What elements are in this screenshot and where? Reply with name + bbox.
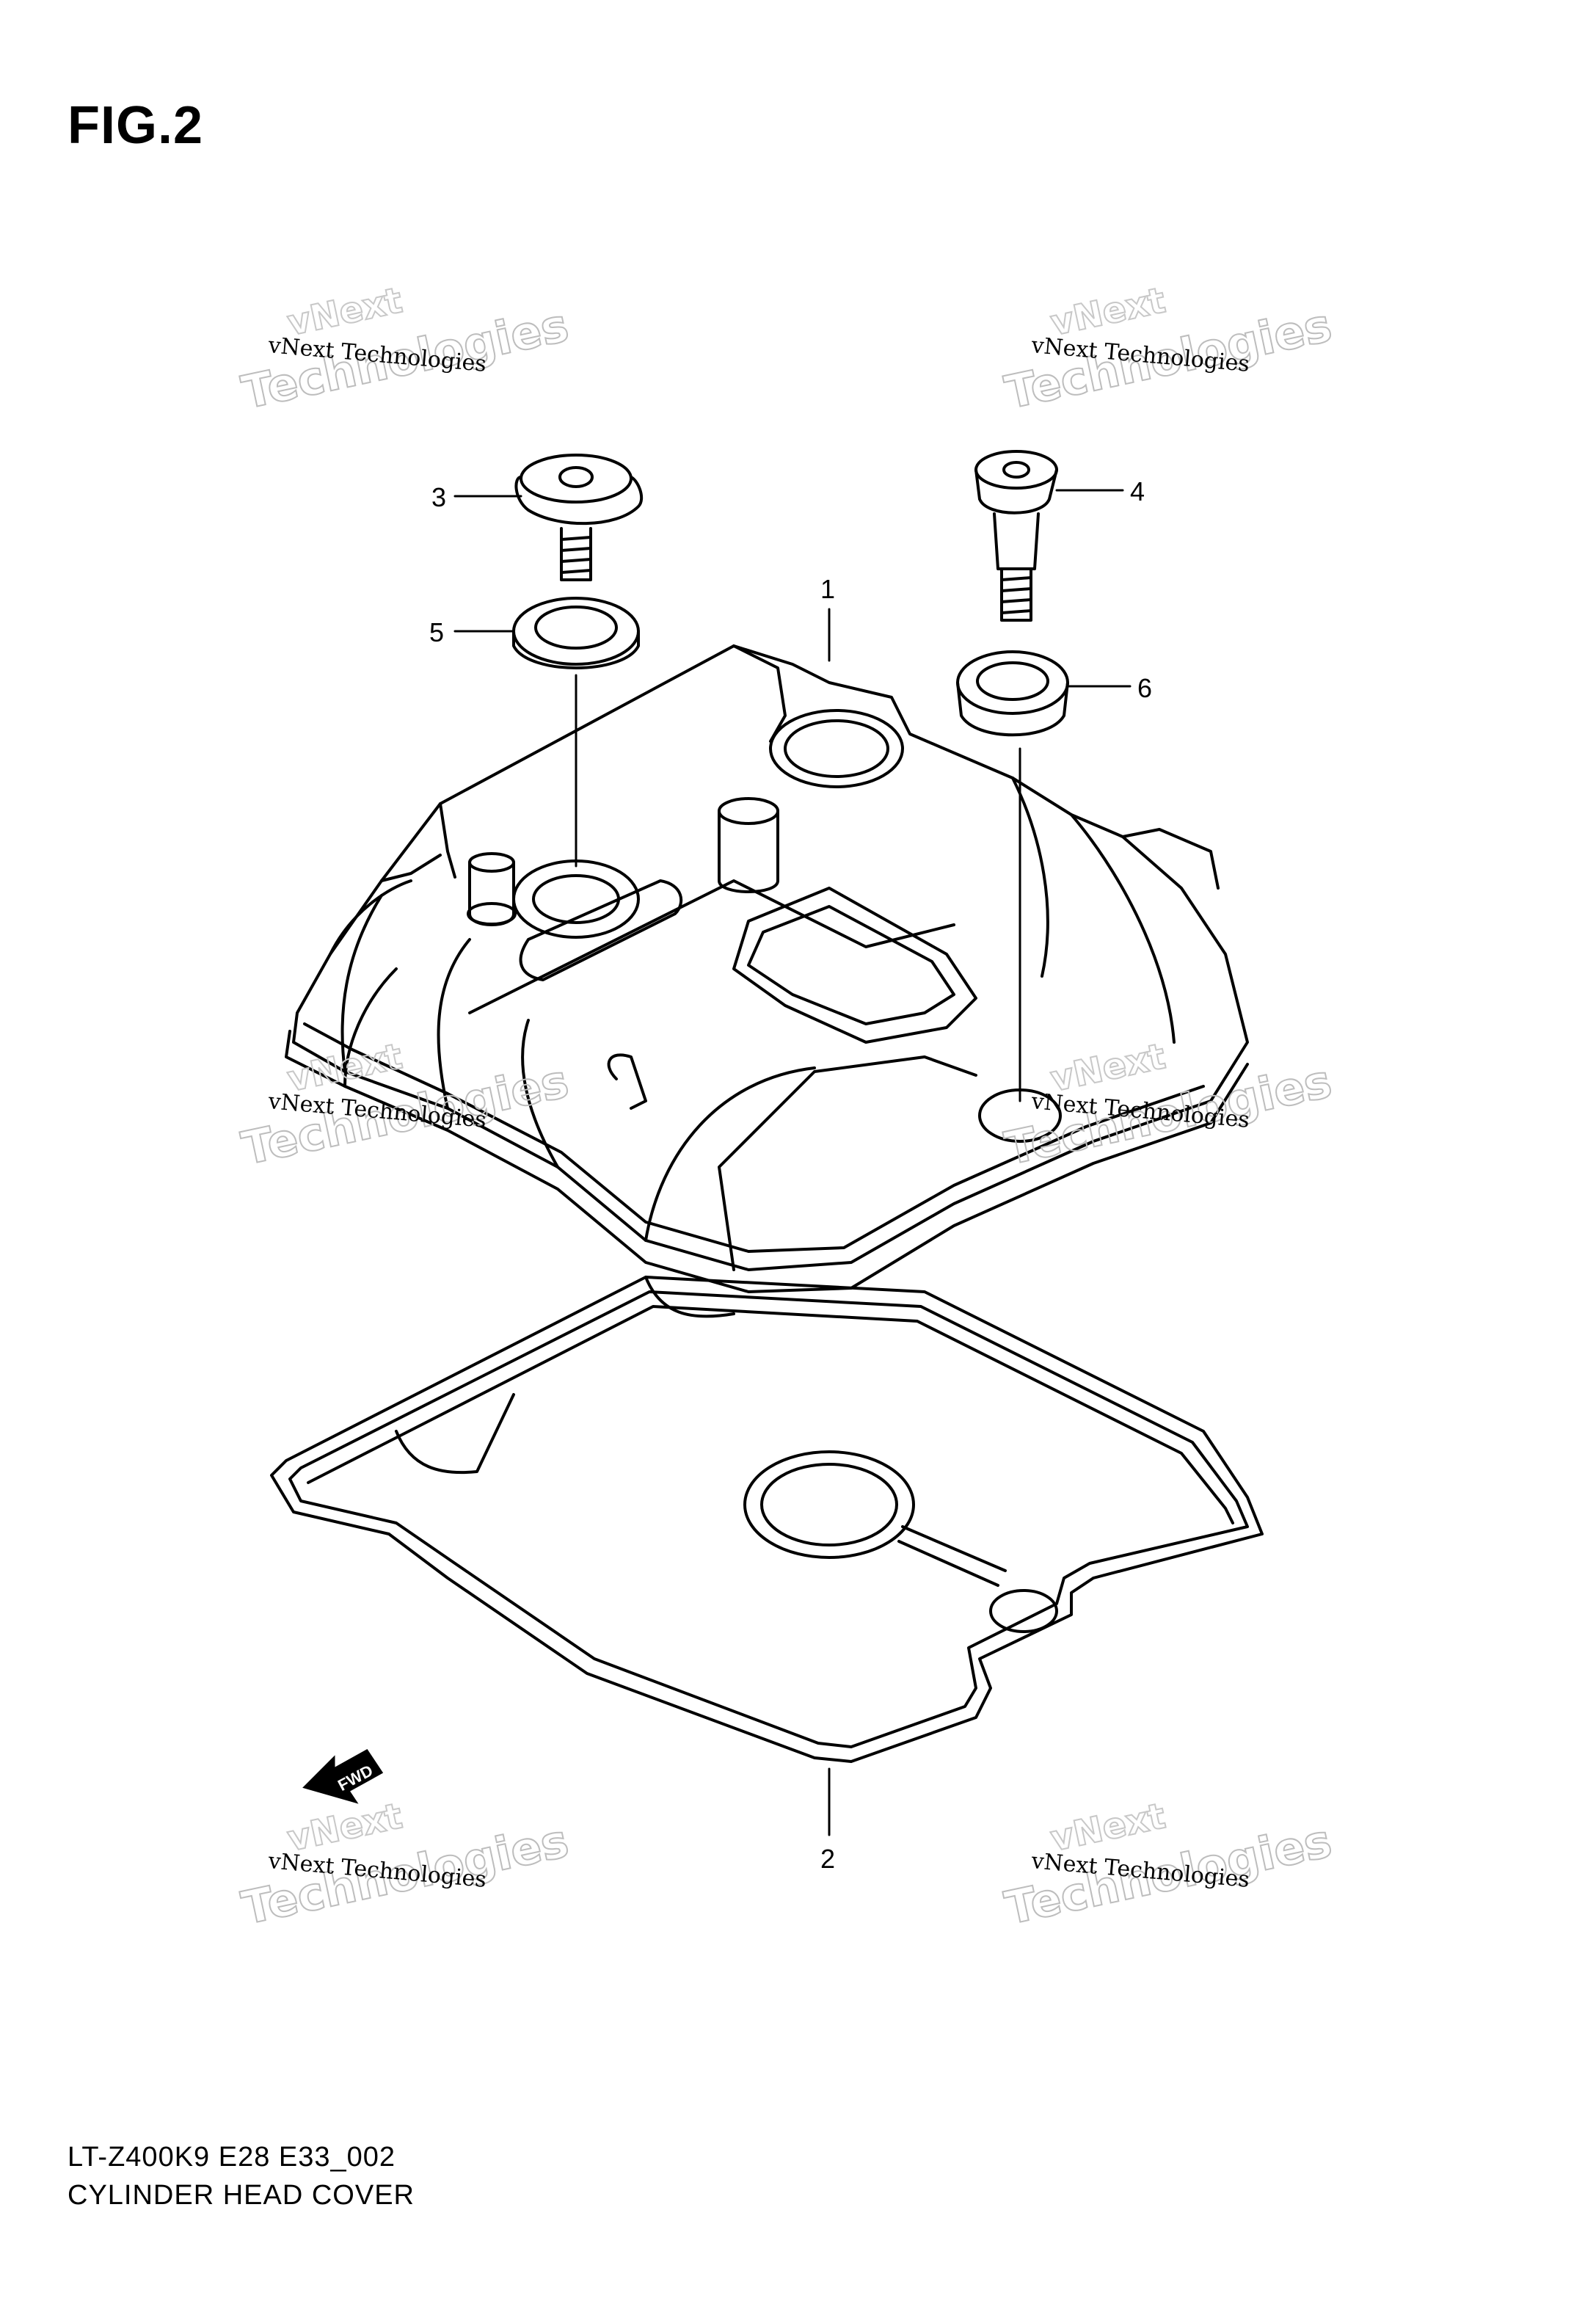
figure-title: FIG.2 [68, 96, 204, 155]
oil-filler-recess [769, 709, 904, 788]
washer-6 [956, 650, 1069, 737]
callout-3: 3 [431, 482, 446, 512]
cover-gasket [270, 1276, 1264, 1763]
model-code: LT-Z400K9 E28 E33_002 [68, 2142, 396, 2173]
cylinder-head-cover [285, 644, 1249, 1293]
bolt-3 [514, 454, 644, 581]
callout-1: 1 [820, 574, 835, 604]
callout-2: 2 [820, 1844, 835, 1874]
callout-4: 4 [1130, 476, 1145, 506]
callout-5: 5 [429, 617, 444, 647]
bolt-4 [974, 450, 1058, 622]
figure-caption: CYLINDER HEAD COVER [68, 2180, 415, 2211]
washer-5 [512, 597, 640, 669]
breather-nipple [467, 852, 517, 926]
callout-6: 6 [1137, 673, 1152, 703]
dowel-pin [718, 797, 779, 893]
fwd-arrow-icon: FWD [302, 1749, 384, 1804]
cover-bolt-hole-left [512, 859, 640, 939]
